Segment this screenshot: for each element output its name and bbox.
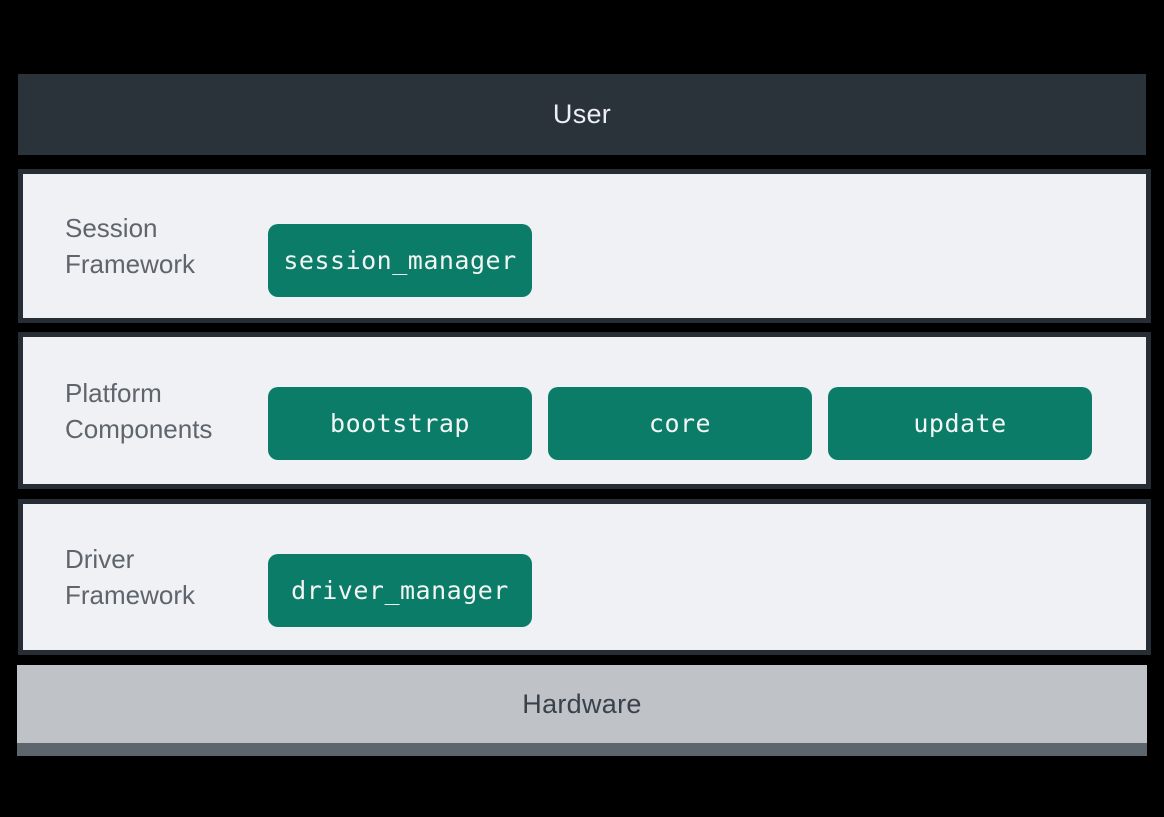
layer-session-framework: Session Framework session_manager — [18, 169, 1151, 323]
layer-platform-components: Platform Components bootstrap core updat… — [18, 332, 1151, 489]
hardware-layer-label: Hardware — [522, 688, 642, 719]
component-driver-manager: driver_manager — [268, 554, 532, 627]
driver-framework-label: Driver Framework — [65, 541, 195, 613]
label-line-2: Framework — [65, 249, 196, 279]
driver-framework-components: driver_manager — [268, 554, 532, 627]
component-update: update — [828, 387, 1092, 460]
session-framework-label: Session Framework — [65, 210, 195, 282]
label-line-1: Platform — [65, 377, 162, 408]
layer-driver-framework: Driver Framework driver_manager — [18, 499, 1151, 655]
platform-components-group: bootstrap core update — [268, 387, 1092, 460]
platform-components-label: Platform Components — [65, 375, 212, 447]
hardware-layer-bar: Hardware — [17, 665, 1147, 756]
component-label: driver_manager — [291, 576, 509, 605]
component-session-manager: session_manager — [268, 224, 532, 297]
component-label: bootstrap — [330, 409, 470, 438]
label-line-2: Components — [65, 413, 213, 444]
component-label: update — [913, 409, 1007, 438]
component-label: session_manager — [283, 246, 517, 275]
session-framework-components: session_manager — [268, 224, 532, 297]
component-label: core — [648, 409, 712, 438]
user-layer-bar: User — [18, 74, 1146, 155]
label-line-1: Session — [65, 213, 158, 243]
component-bootstrap: bootstrap — [268, 387, 532, 460]
component-core: core — [548, 387, 812, 460]
user-layer-label: User — [552, 99, 612, 129]
label-line-1: Driver — [65, 544, 135, 574]
label-line-2: Framework — [65, 580, 196, 610]
